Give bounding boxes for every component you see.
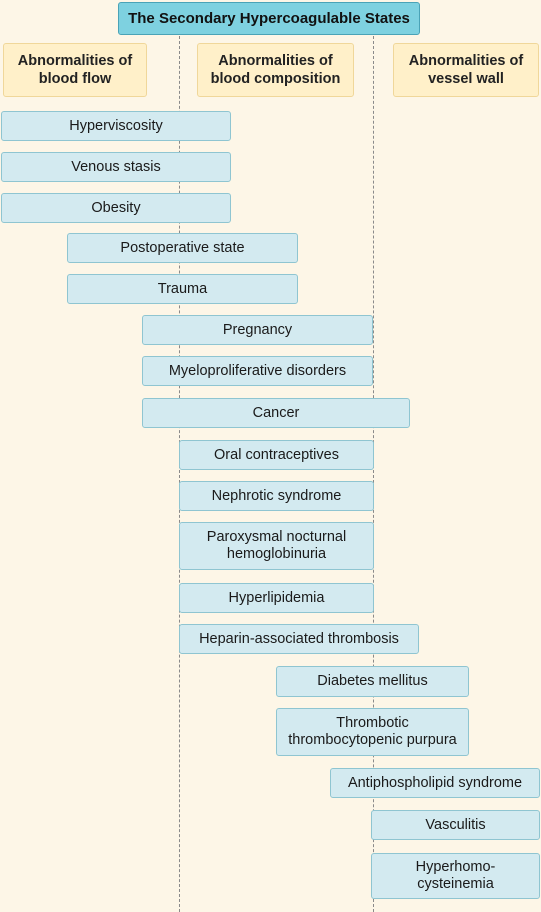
condition-diabetes-mellitus: Diabetes mellitus	[276, 666, 469, 697]
condition-paroxysmal-nocturnal-hemoglobinuria: Paroxysmal nocturnal hemoglobinuria	[179, 522, 374, 570]
condition-cancer: Cancer	[142, 398, 410, 428]
condition-vasculitis: Vasculitis	[371, 810, 540, 840]
divider-line-right	[373, 36, 374, 912]
condition-nephrotic-syndrome: Nephrotic syndrome	[179, 481, 374, 511]
condition-thrombotic-thrombocytopenic-purpura: Thrombotic thrombocytopenic purpura	[276, 708, 469, 756]
condition-hyperhomocysteinemia: Hyperhomo- cysteinemia	[371, 853, 540, 899]
condition-myeloproliferative-disorders: Myeloproliferative disorders	[142, 356, 373, 386]
column-header-blood-composition: Abnormalities of blood composition	[197, 43, 354, 97]
condition-antiphospholipid-syndrome: Antiphospholipid syndrome	[330, 768, 540, 798]
condition-heparin-associated-thrombosis: Heparin-associated thrombosis	[179, 624, 419, 654]
divider-line-left	[179, 36, 180, 912]
condition-pregnancy: Pregnancy	[142, 315, 373, 345]
column-header-vessel-wall: Abnormalities of vessel wall	[393, 43, 539, 97]
condition-oral-contraceptives: Oral contraceptives	[179, 440, 374, 470]
condition-obesity: Obesity	[1, 193, 231, 223]
condition-hyperlipidemia: Hyperlipidemia	[179, 583, 374, 613]
condition-trauma: Trauma	[67, 274, 298, 304]
condition-postoperative-state: Postoperative state	[67, 233, 298, 263]
column-header-blood-flow: Abnormalities of blood flow	[3, 43, 147, 97]
diagram-title: The Secondary Hypercoagulable States	[118, 2, 420, 35]
condition-venous-stasis: Venous stasis	[1, 152, 231, 182]
condition-hyperviscosity: Hyperviscosity	[1, 111, 231, 141]
